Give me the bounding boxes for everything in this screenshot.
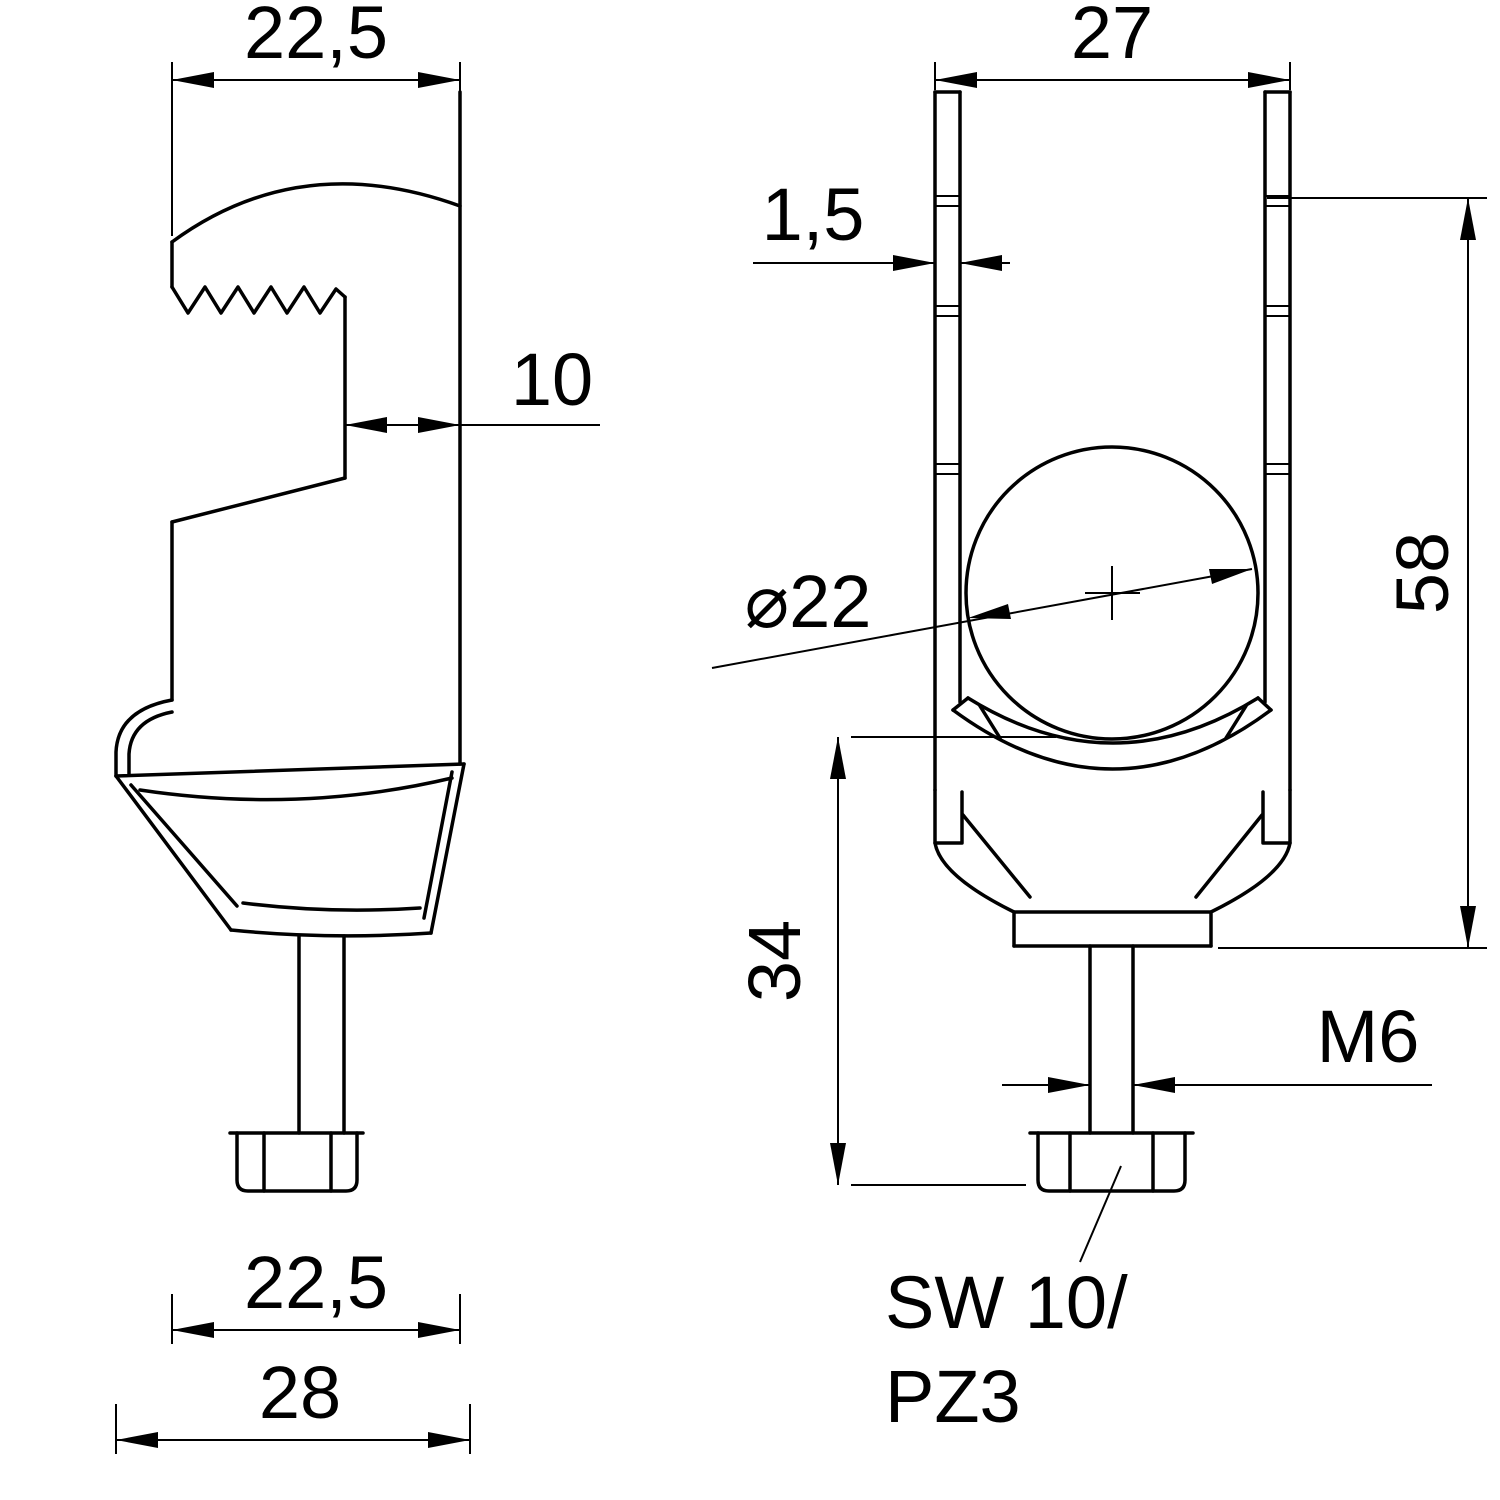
bend-mark bbox=[1265, 463, 1290, 475]
dim-thread-size-label: M6 bbox=[1317, 995, 1420, 1078]
arrowhead bbox=[960, 255, 1002, 271]
left-view-part-outline bbox=[114, 90, 466, 1193]
strap-top-arc bbox=[170, 182, 462, 244]
saddle-facet-right bbox=[1224, 704, 1248, 740]
dim-left-notch-label: 10 bbox=[511, 338, 593, 421]
dim-thread-size: M6 bbox=[1002, 995, 1432, 1093]
dim-cable-diameter-label: ⌀22 bbox=[745, 560, 872, 643]
arrowhead bbox=[345, 417, 387, 433]
hook-outer-curve bbox=[114, 698, 174, 778]
dim-overall-height-label: 58 bbox=[1381, 532, 1464, 614]
hook-inner-curve bbox=[127, 710, 174, 776]
serrated-teeth bbox=[170, 285, 347, 315]
right-view: 27 1,5 ⌀22 58 bbox=[711, 0, 1487, 1438]
arrowhead bbox=[1209, 569, 1252, 584]
body-top-edge bbox=[114, 762, 466, 778]
dim-clamping-height-label: 34 bbox=[733, 920, 816, 1002]
arrowhead bbox=[1460, 906, 1476, 948]
body-facet-left bbox=[961, 813, 1032, 899]
body-facet-right bbox=[1194, 813, 1264, 899]
arrowhead bbox=[418, 1322, 460, 1338]
body-right-side bbox=[429, 762, 466, 935]
dim-left-top-width: 22,5 bbox=[171, 0, 461, 236]
body-right-outer bbox=[1209, 788, 1292, 948]
dim-material-thickness: 1,5 bbox=[753, 173, 1010, 271]
bend-mark bbox=[935, 195, 960, 207]
body-facet-right bbox=[422, 770, 454, 920]
body-facet-bottom bbox=[241, 901, 422, 912]
arrowhead bbox=[116, 1432, 158, 1448]
arrowhead bbox=[1460, 198, 1476, 240]
saddle-top-arc bbox=[966, 696, 1260, 745]
arrowhead bbox=[1133, 1077, 1175, 1093]
arrowhead bbox=[830, 737, 846, 779]
dim-right-top-width: 27 bbox=[934, 0, 1291, 90]
body-left-outer bbox=[933, 788, 1016, 948]
arrowhead bbox=[1248, 72, 1290, 88]
strap-diagonal-edge bbox=[170, 476, 347, 524]
bend-mark bbox=[935, 463, 960, 475]
arrowhead bbox=[418, 72, 460, 88]
dim-material-thickness-label: 1,5 bbox=[762, 173, 865, 256]
bend-mark bbox=[935, 305, 960, 317]
saddle-right-end bbox=[1256, 696, 1273, 712]
dim-cable-diameter: ⌀22 bbox=[711, 560, 1253, 669]
center-mark bbox=[1085, 566, 1140, 620]
dim-left-overall-width: 28 bbox=[115, 1351, 471, 1454]
screw-head-outline bbox=[235, 1131, 359, 1193]
dim-left-top-width-label: 22,5 bbox=[244, 0, 388, 74]
arrowhead bbox=[428, 1432, 470, 1448]
dim-left-strap-width: 22,5 bbox=[171, 1241, 461, 1344]
screw-head-outline bbox=[1036, 1131, 1187, 1193]
body-right-tab bbox=[1261, 790, 1292, 845]
body-left-tab bbox=[933, 790, 964, 845]
body-facet-top bbox=[138, 776, 454, 802]
callout-drive-line2: PZ3 bbox=[885, 1355, 1021, 1438]
bend-mark bbox=[1265, 195, 1290, 207]
arrowhead bbox=[172, 72, 214, 88]
saddle-left-end bbox=[951, 696, 970, 712]
saddle-facet-left bbox=[978, 704, 1002, 740]
cable-circle bbox=[964, 445, 1260, 741]
dim-clamping-height: 34 bbox=[733, 736, 1056, 1186]
body-facet-left bbox=[129, 783, 239, 908]
arrowhead bbox=[893, 255, 935, 271]
callout-drive-line1: SW 10/ bbox=[885, 1261, 1128, 1344]
arrowhead bbox=[935, 72, 977, 88]
diameter-leader-line bbox=[711, 568, 1253, 669]
bend-mark bbox=[1265, 305, 1290, 317]
arrowhead bbox=[830, 1143, 846, 1185]
left-view: 22,5 10 22,5 28 bbox=[114, 0, 600, 1454]
dim-left-strap-width-label: 22,5 bbox=[244, 1241, 388, 1324]
arrowhead bbox=[418, 417, 460, 433]
dim-right-top-width-label: 27 bbox=[1071, 0, 1153, 74]
arrowhead bbox=[1048, 1077, 1090, 1093]
dim-left-notch: 10 bbox=[345, 338, 600, 433]
dim-overall-height: 58 bbox=[1218, 197, 1487, 949]
callout-leader-line bbox=[1079, 1165, 1122, 1263]
arrowhead bbox=[968, 604, 1011, 619]
callout-drive-size: SW 10/ PZ3 bbox=[885, 1165, 1128, 1438]
dim-left-overall-width-label: 28 bbox=[259, 1351, 341, 1434]
arrowhead bbox=[172, 1322, 214, 1338]
right-view-part-outline bbox=[933, 90, 1292, 1193]
body-bottom-edge bbox=[229, 928, 433, 938]
body-left-side bbox=[114, 774, 233, 932]
